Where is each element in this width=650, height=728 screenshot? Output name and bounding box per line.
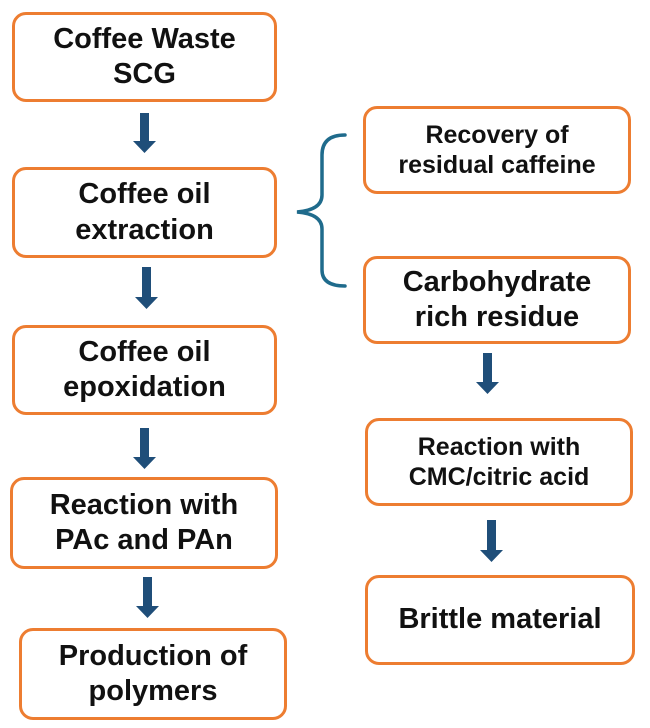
box-text-line: Coffee oil (78, 178, 211, 211)
brace-icon (296, 133, 347, 288)
box-text-line: extraction (75, 213, 214, 246)
box-text-line: PAc and PAn (55, 524, 233, 556)
box-text-line: Recovery of (425, 120, 569, 149)
down-arrow-icon (133, 113, 156, 153)
box-text-line: Brittle material (398, 603, 602, 636)
box-text-line: residual caffeine (398, 151, 596, 179)
box-text-line: rich residue (414, 301, 580, 333)
box-text-line: Coffee oil (78, 335, 211, 368)
box-text-line: Production of (58, 639, 248, 672)
box-text-line: Carbohydrate (402, 265, 592, 298)
box-text-line: Reaction with (417, 432, 581, 461)
box-text-line: CMC/citric acid (408, 463, 590, 491)
down-arrow-icon (136, 577, 159, 618)
box-brittle-material: Brittle material (365, 575, 635, 665)
down-arrow-icon (133, 428, 156, 469)
box-text-line: epoxidation (63, 371, 226, 403)
box-text-line: polymers (88, 675, 218, 707)
box-text-line: Reaction with (49, 488, 239, 521)
down-arrow-icon (480, 520, 503, 562)
down-arrow-icon (476, 353, 499, 394)
box-text-line: SCG (113, 58, 176, 90)
box-text-line: Coffee Waste (53, 22, 236, 55)
down-arrow-icon (135, 267, 158, 309)
